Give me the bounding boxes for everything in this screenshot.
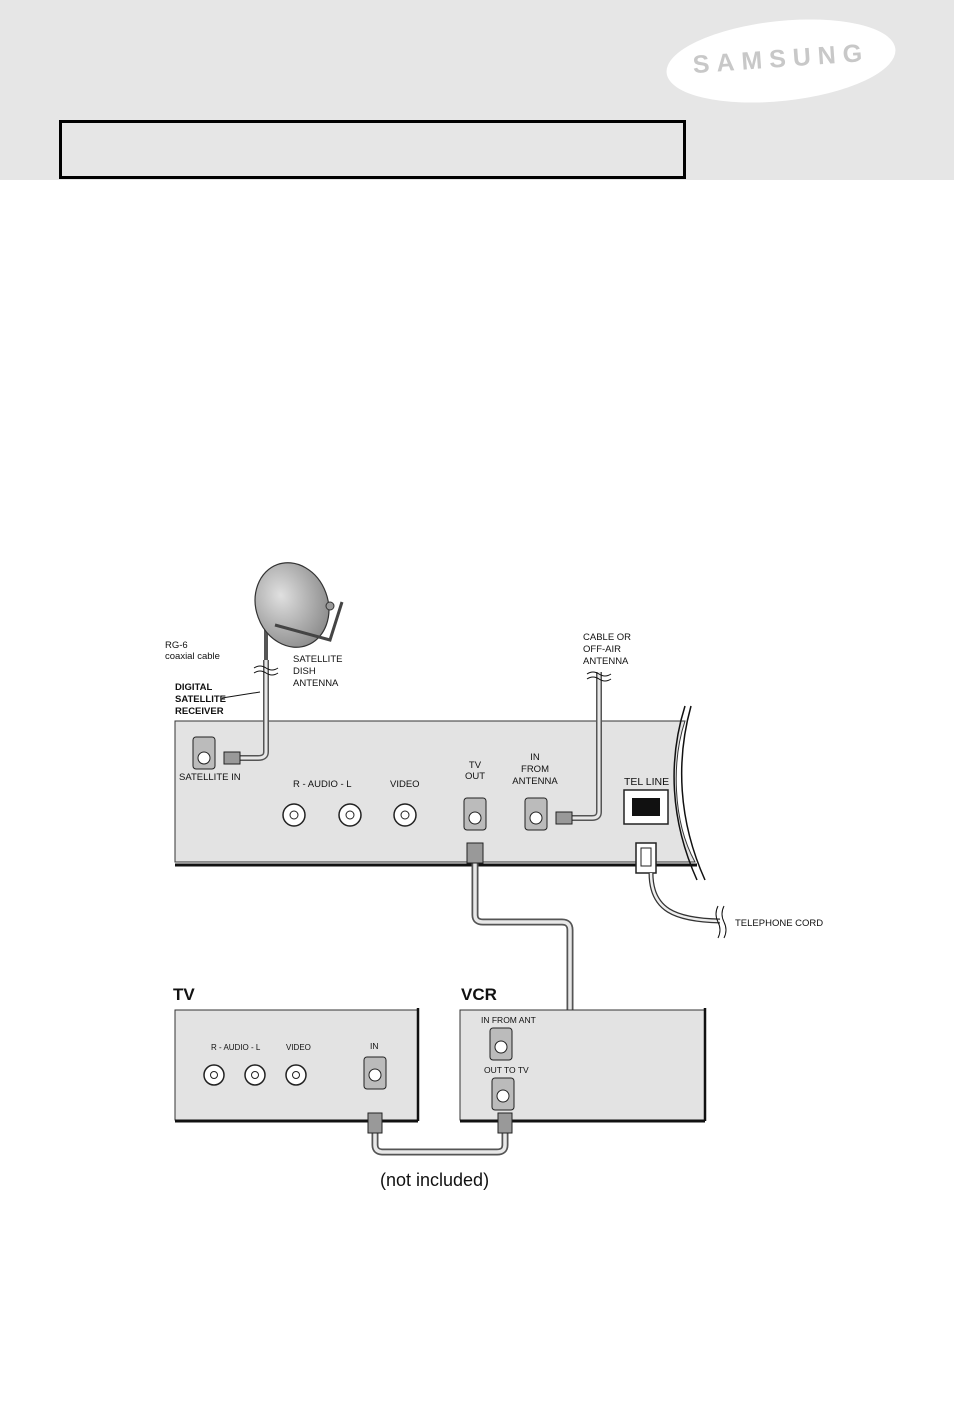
tv-out-port [463,797,487,831]
satellite-in-port [192,736,216,770]
cable-antenna-label-line3: ANTENNA [583,656,629,667]
tv-in-port [363,1056,387,1090]
satellite-dish-label-line2: DISH [293,666,316,677]
receiver-video-jack [393,803,417,827]
vcr-in-from-ant-label: IN FROM ANT [481,1015,536,1025]
vcr-out-to-tv-port [491,1077,515,1111]
satellite-dish-label-line1: SATELLITE [293,654,342,665]
satellite-in-label: SATELLITE IN [179,772,241,783]
receiver-label-line1: DIGITAL [175,682,212,693]
in-from-antenna-label-line2: FROM [521,764,549,775]
not-included-note: (not included) [380,1170,489,1190]
tv-audio-r-jack [203,1064,225,1086]
in-from-antenna-label-line1: IN [530,752,540,763]
receiver-label-line3: RECEIVER [175,706,224,717]
rg6-cable-label-line2: coaxial cable [165,651,220,662]
satellite-dish-antenna [254,562,344,660]
in-from-antenna-port [524,797,548,831]
satellite-cable [221,660,279,765]
video-label: VIDEO [390,779,420,790]
vcr-heading: VCR [461,985,497,1004]
tv-heading: TV [173,985,195,1004]
satellite-dish-label-line3: ANTENNA [293,678,339,689]
vcr-to-tv-cable [367,1112,513,1156]
tv-video-label: VIDEO [286,1043,311,1052]
in-from-antenna-label-line3: ANTENNA [512,776,558,787]
tv-out-label-line2: OUT [465,771,485,782]
telephone-cord [635,842,727,939]
section-title-box [59,120,686,179]
vcr-out-to-tv-label: OUT TO TV [484,1065,529,1075]
tv-audio-l-jack [244,1064,266,1086]
tv-audio-rl-label: R - AUDIO - L [211,1043,261,1052]
tv-in-label: IN [370,1041,379,1051]
rg6-cable-label-line1: RG-6 [165,640,188,651]
tv-video-jack [285,1064,307,1086]
antenna-cable [555,671,612,825]
vcr-in-from-ant-port [489,1027,513,1061]
cable-antenna-label-line2: OFF-AIR [583,644,621,655]
tv-out-label-line1: TV [469,760,482,771]
telephone-cord-label: TELEPHONE CORD [735,918,823,929]
receiver-audio-l-jack [338,803,362,827]
audio-rl-label: R - AUDIO - L [293,779,352,790]
receiver-label-line2: SATELLITE [175,694,226,705]
tel-line-jack [623,789,669,825]
tel-line-label: TEL LINE [624,776,669,788]
receiver-back-panel [174,705,706,881]
cable-antenna-label-line1: CABLE OR [583,632,631,643]
receiver-audio-r-jack [282,803,306,827]
